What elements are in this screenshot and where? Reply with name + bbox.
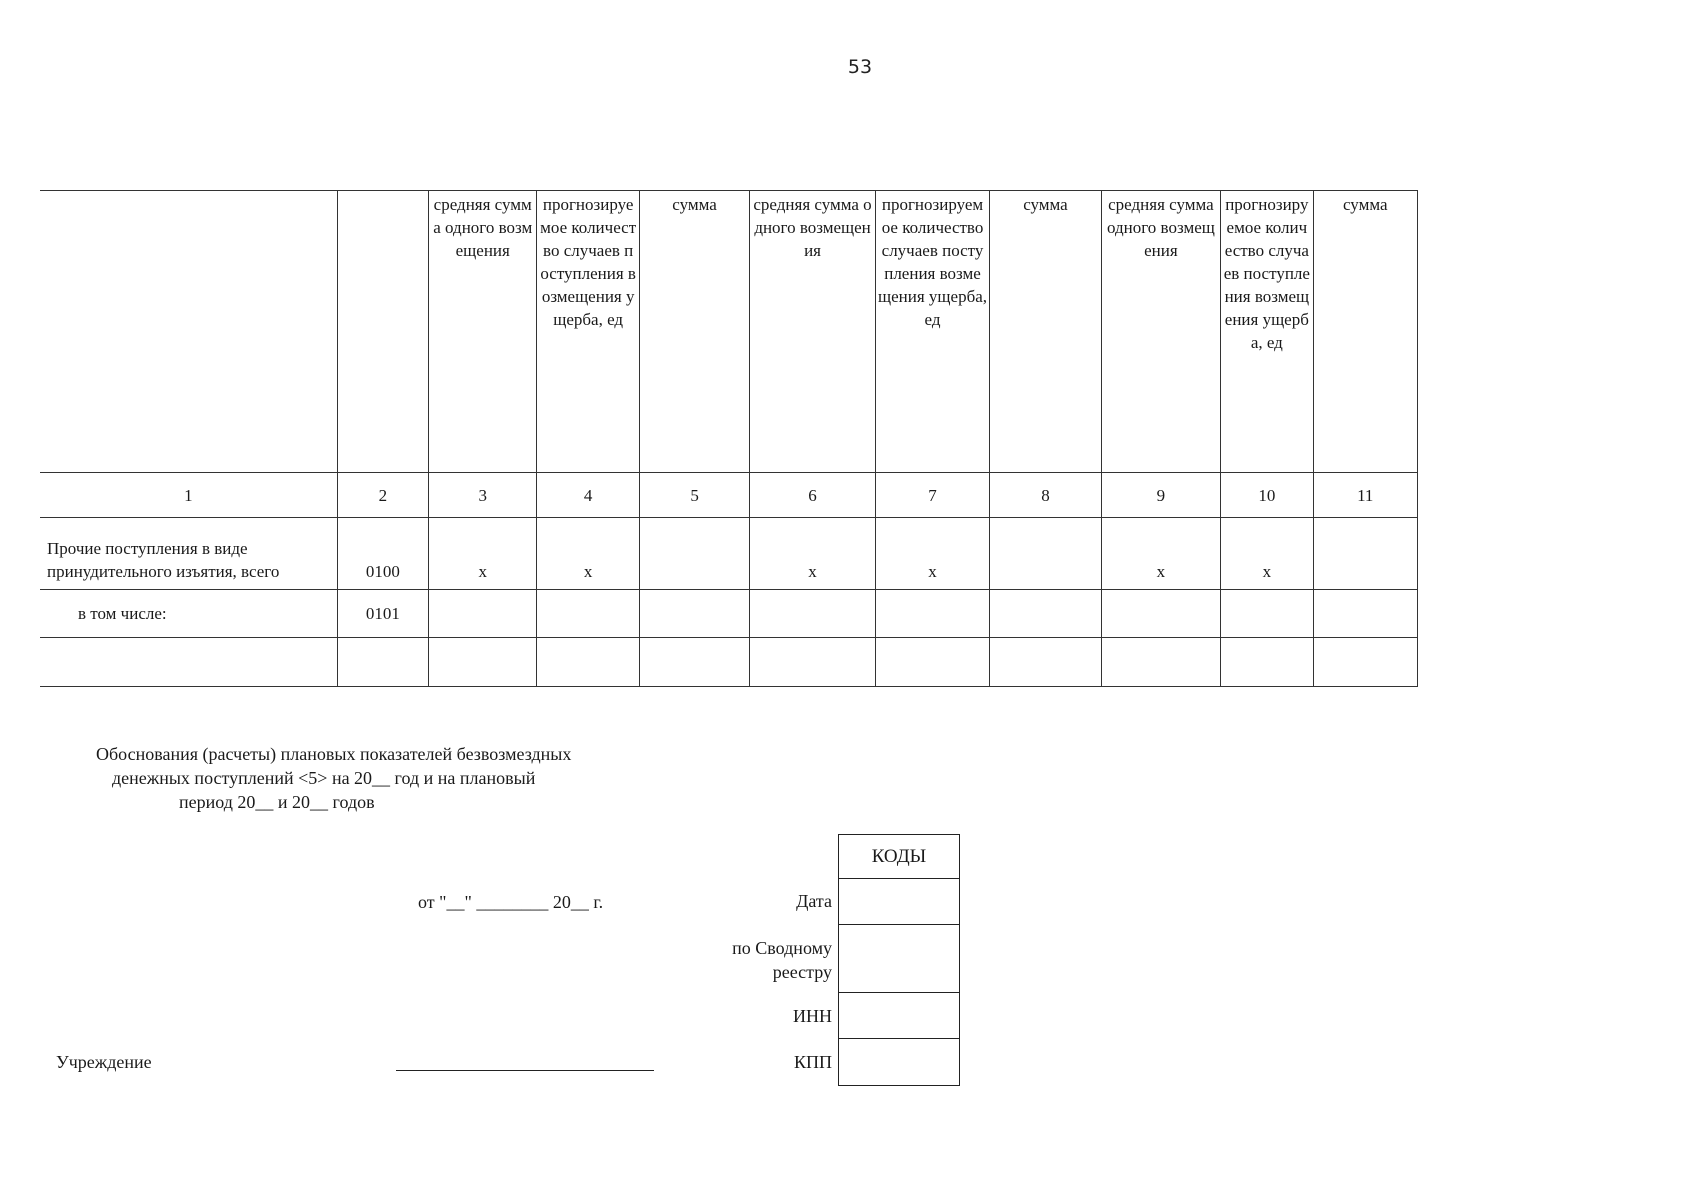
table-cell [749,589,876,638]
column-number: 1 [40,472,338,518]
row-name: Прочие поступления в виде принудительног… [40,517,338,590]
table-cell [1100,589,1222,638]
table-cell [638,589,751,638]
header-cell: прогнозируемое количество случаев поступ… [1220,190,1314,473]
column-number: 9 [1100,472,1222,518]
registry-label-line-2: реестру [772,962,832,982]
table-cell [1220,589,1314,638]
code-date-field [839,879,959,925]
table-cell [749,637,876,687]
justification-line-1: Обоснования (расчеты) плановых показател… [96,744,572,764]
justification-line-3: период 20__ и 20__ годов [179,792,375,812]
table-row: Прочие поступления в виде принудительног… [40,517,1419,590]
header-cell: средняя сумма одного возмещения [1100,190,1222,473]
row-name [40,637,338,687]
column-number: 5 [638,472,751,518]
registry-label: по Сводному реестру [732,936,832,984]
table-cell [989,637,1102,687]
column-number: 8 [989,472,1102,518]
justification-line-2: денежных поступлений <5> на 20__ год и н… [112,768,536,788]
table-cell [536,589,640,638]
table-cell [989,589,1102,638]
row-name: в том числе: [40,589,338,638]
column-number: 4 [536,472,640,518]
column-number: 2 [336,472,430,518]
table-cell: х [1220,517,1314,590]
codes-box: КОДЫ [838,834,960,1086]
table-row: в том числе: 0101 [40,589,1419,638]
table-cell [1100,637,1222,687]
table-header-row: средняя сумма одного возмещения прогнози… [40,190,1419,473]
table-cell [428,637,538,687]
code-kpp-field [839,1039,959,1085]
table-cell: х [428,517,538,590]
table-cell [989,517,1102,590]
institution-label: Учреждение [56,1052,152,1072]
column-number-row: 1 2 3 4 5 6 7 8 9 10 11 [40,472,1419,518]
column-number: 10 [1220,472,1314,518]
budget-table: средняя сумма одного возмещения прогнози… [40,190,1419,687]
inn-label: ИНН [793,1006,832,1026]
page-number: 53 [847,56,873,78]
code-registry-field [839,925,959,993]
column-number: 3 [428,472,538,518]
table-row [40,637,1419,687]
table-cell: х [1100,517,1222,590]
header-cell: прогнозируемое количество случаев поступ… [536,190,640,473]
code-inn-field [839,993,959,1039]
row-code: 0101 [336,589,430,638]
registry-label-line-1: по Сводному [732,938,832,958]
header-cell: прогнозируемое количество случаев поступ… [874,190,991,473]
row-code: 0100 [336,517,430,590]
header-cell: средняя сумма одного возмещения [749,190,876,473]
table-cell [874,637,991,687]
table-cell [874,589,991,638]
table-cell: х [749,517,876,590]
kpp-label: КПП [793,1052,832,1072]
table-cell: х [536,517,640,590]
column-number: 7 [874,472,991,518]
date-label: Дата [796,891,832,911]
table-cell [1220,637,1314,687]
justification-title: Обоснования (расчеты) плановых показател… [96,742,656,814]
table-cell [1312,517,1419,590]
table-cell [638,517,751,590]
table-cell [1312,637,1419,687]
header-cell: сумма [1312,190,1419,473]
column-number: 11 [1312,472,1419,518]
institution-signature-line [396,1070,654,1071]
column-number: 6 [749,472,876,518]
table-cell [536,637,640,687]
header-cell: сумма [989,190,1102,473]
table-cell [638,637,751,687]
header-cell [336,190,430,473]
table-cell [428,589,538,638]
document-date: от "__" ________ 20__ г. [418,892,604,912]
header-cell [40,190,338,473]
codes-header: КОДЫ [839,835,959,879]
row-code [336,637,430,687]
table-cell [1312,589,1419,638]
table-cell: х [874,517,991,590]
header-cell: средняя сумма одного возмещения [428,190,538,473]
header-cell: сумма [638,190,751,473]
